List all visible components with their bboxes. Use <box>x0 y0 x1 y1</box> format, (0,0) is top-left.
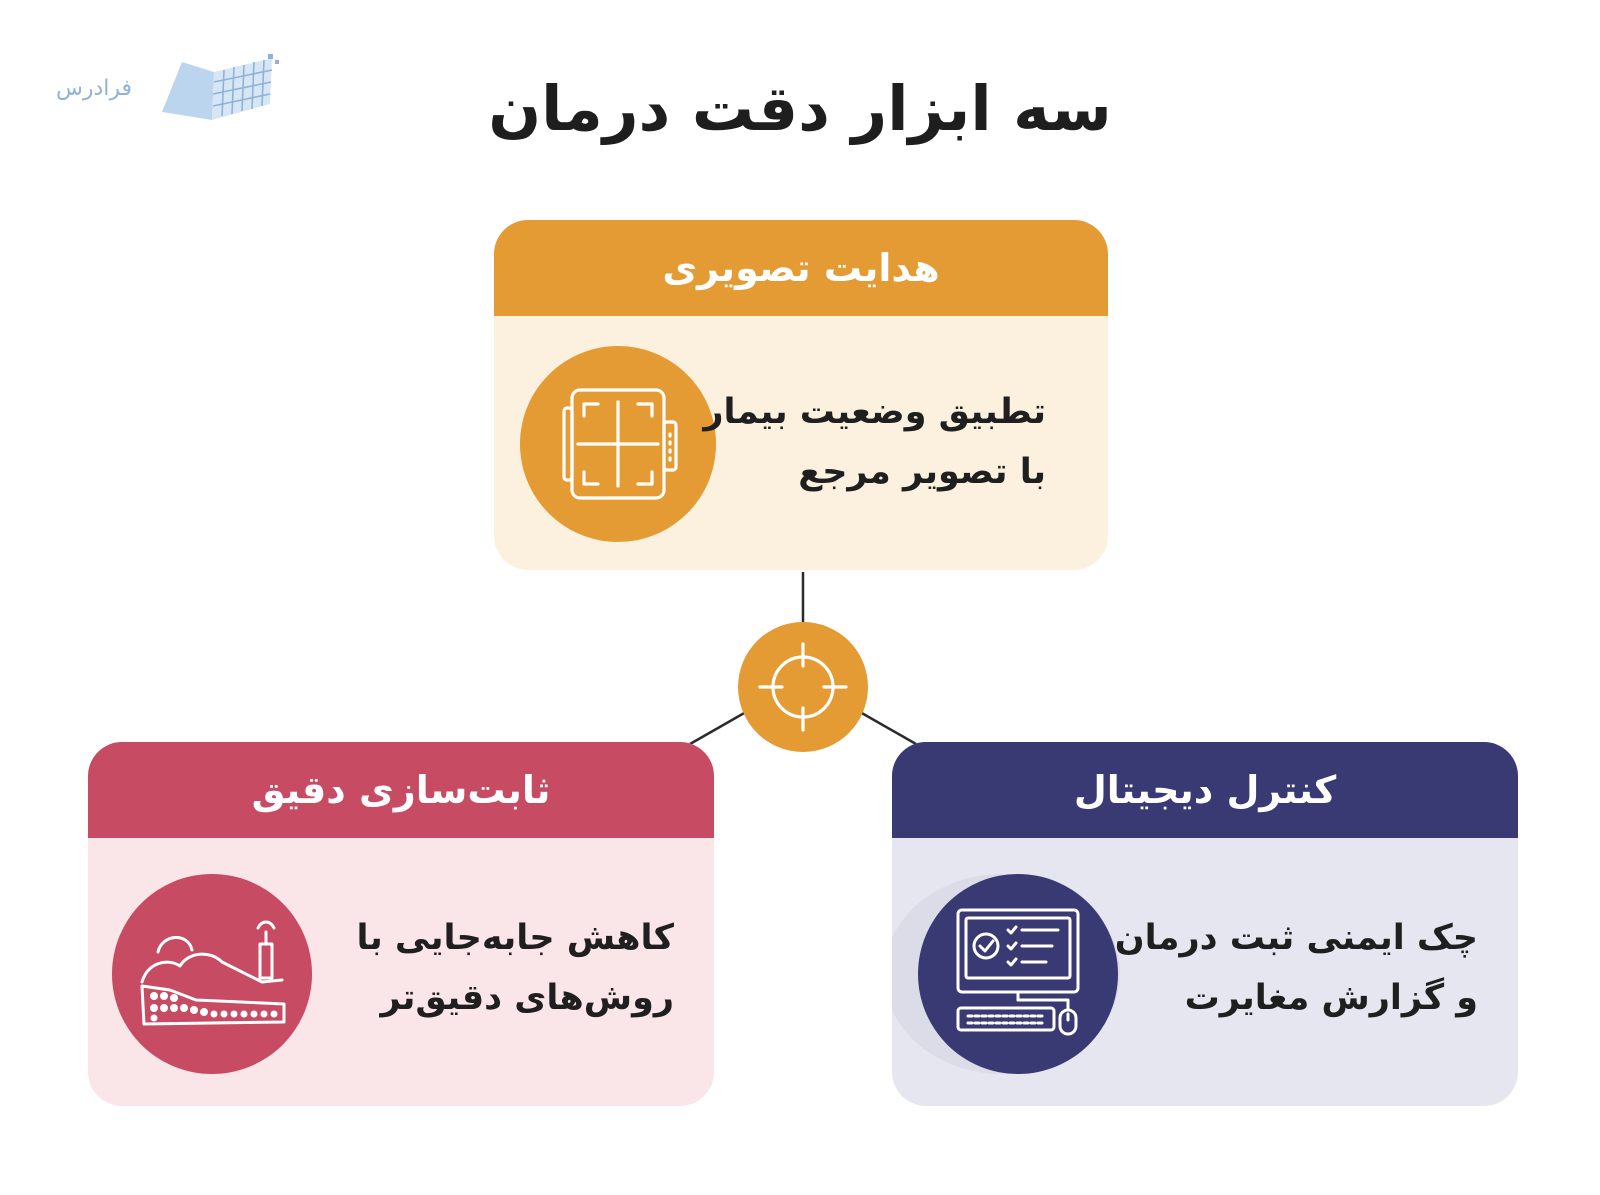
card-line-1: کاهش جابه‌جایی با <box>356 918 674 958</box>
card-line-1: تطبیق وضعیت بیمار <box>703 392 1046 432</box>
card-line-1: چک ایمنی ثبت درمان <box>1114 918 1478 958</box>
book-grid-icon <box>162 54 279 120</box>
page-title: سه ابزار دقت درمان <box>488 72 1112 145</box>
card-precise-immobilization: ثابت‌سازی دقیق کاهش جابه <box>88 742 714 1106</box>
card-title: هدایت تصویری <box>494 220 1108 316</box>
card-line-2: با تصویر مرجع <box>798 452 1046 492</box>
imaging-panel-icon <box>520 346 716 542</box>
card-image-guidance: هدایت تصویری تطبیق وضعیت بیمار با تصویر … <box>494 220 1108 570</box>
card-line-2: و گزارش مغایرت <box>1184 978 1478 1018</box>
brand-logo: فرادرس <box>50 50 290 130</box>
card-title: ثابت‌سازی دقیق <box>88 742 714 838</box>
logo-text: فرادرس <box>56 76 133 101</box>
computer-checklist-icon <box>918 874 1118 1074</box>
card-line-2: روش‌های دقیق‌تر <box>380 978 674 1018</box>
card-title: کنترل دیجیتال <box>892 742 1518 838</box>
crosshair-target-icon <box>738 622 868 752</box>
patient-immobilization-icon <box>112 874 312 1074</box>
card-digital-control: کنترل دیجیتال چک ایمنی ثبت درما <box>892 742 1518 1106</box>
